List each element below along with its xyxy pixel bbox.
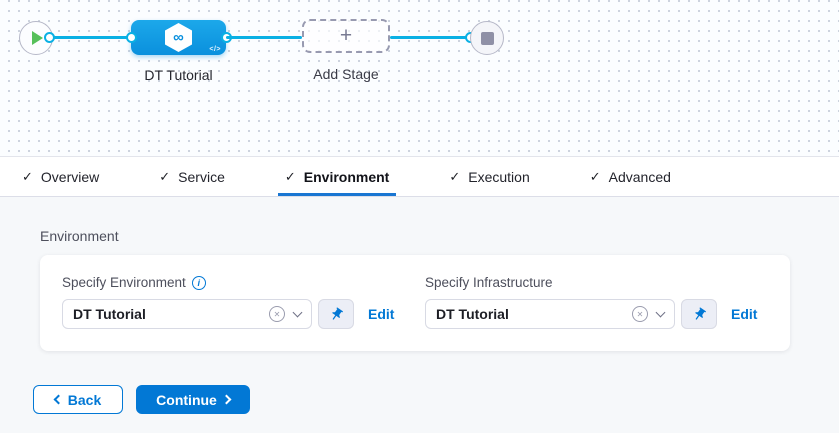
- back-button[interactable]: Back: [33, 385, 123, 414]
- stage-config-tabbar: ✓ Overview ✓ Service ✓ Environment ✓ Exe…: [0, 157, 839, 197]
- start-out-port[interactable]: [44, 31, 55, 43]
- pipeline-end-node[interactable]: [470, 21, 504, 55]
- stage-in-port[interactable]: [125, 31, 137, 43]
- tab-overview[interactable]: ✓ Overview: [15, 157, 106, 196]
- environment-pin-button[interactable]: [318, 299, 354, 329]
- infrastructure-edit-link[interactable]: Edit: [731, 306, 758, 322]
- stage-node-label: DT Tutorial: [144, 67, 213, 83]
- tab-environment[interactable]: ✓ Environment: [277, 157, 397, 196]
- edge-start-to-stage: [50, 36, 131, 39]
- continue-button-label: Continue: [156, 391, 217, 408]
- chevron-down-icon[interactable]: [292, 307, 303, 318]
- add-stage-label: Add Stage: [313, 66, 379, 82]
- chevron-right-icon: [221, 394, 232, 405]
- chevron-left-icon: [53, 394, 64, 405]
- infrastructure-pin-button[interactable]: [681, 299, 717, 329]
- infrastructure-field-row: DT Tutorial ✕ Edit: [425, 299, 757, 329]
- tab-label: Environment: [303, 168, 390, 185]
- field-label-text: Specify Infrastructure: [425, 275, 553, 290]
- infrastructure-select-value: DT Tutorial: [436, 306, 509, 322]
- field-label-text: Specify Environment: [62, 275, 186, 290]
- code-badge-icon: </>: [209, 46, 221, 53]
- infrastructure-field-group: Specify Infrastructure DT Tutorial ✕ Edi…: [425, 275, 757, 329]
- environment-select-value: DT Tutorial: [73, 306, 146, 322]
- check-icon: ✓: [589, 168, 601, 184]
- infinity-glyph: ∞: [173, 28, 184, 46]
- stop-icon: [480, 31, 494, 45]
- clear-icon[interactable]: ✕: [632, 306, 648, 322]
- field-label-infrastructure: Specify Infrastructure: [425, 275, 757, 290]
- deployment-hexagon-icon: ∞: [165, 23, 192, 52]
- back-button-label: Back: [67, 391, 102, 408]
- clear-icon[interactable]: ✕: [269, 306, 285, 322]
- tab-label: Service: [178, 168, 225, 185]
- tab-label: Overview: [40, 168, 100, 185]
- pipeline-canvas: ∞ </> DT Tutorial + Add Stage: [0, 0, 839, 157]
- tab-service[interactable]: ✓ Service: [152, 157, 232, 196]
- play-icon: [32, 31, 43, 45]
- stage-node-dt-tutorial[interactable]: ∞ </>: [131, 20, 226, 55]
- plus-icon: +: [339, 23, 353, 47]
- environment-select[interactable]: DT Tutorial ✕: [62, 299, 312, 329]
- environment-edit-link[interactable]: Edit: [368, 306, 395, 322]
- edge-addstage-to-end: [390, 36, 470, 39]
- pin-icon: [331, 306, 343, 320]
- field-label-environment: Specify Environment i: [62, 275, 394, 290]
- continue-button[interactable]: Continue: [136, 385, 250, 414]
- info-icon[interactable]: i: [191, 275, 206, 290]
- tab-label: Advanced: [608, 168, 671, 185]
- tab-advanced[interactable]: ✓ Advanced: [583, 157, 678, 196]
- add-stage-button[interactable]: +: [302, 19, 390, 53]
- tab-label: Execution: [468, 168, 530, 185]
- environment-field-group: Specify Environment i DT Tutorial ✕ Edit: [62, 275, 394, 329]
- check-icon: ✓: [159, 168, 171, 184]
- pin-icon: [694, 306, 706, 320]
- edge-stage-to-addstage: [226, 36, 302, 39]
- check-icon: ✓: [449, 168, 461, 184]
- environment-field-row: DT Tutorial ✕ Edit: [62, 299, 394, 329]
- infrastructure-select[interactable]: DT Tutorial ✕: [425, 299, 675, 329]
- check-icon: ✓: [22, 168, 33, 184]
- environment-card: Specify Environment i DT Tutorial ✕ Edit: [40, 255, 790, 351]
- chevron-down-icon[interactable]: [655, 307, 666, 318]
- check-icon: ✓: [284, 168, 296, 184]
- tab-execution[interactable]: ✓ Execution: [442, 157, 536, 196]
- section-heading: Environment: [40, 228, 119, 244]
- environment-tab-panel: Environment Specify Environment i DT Tut…: [0, 198, 839, 433]
